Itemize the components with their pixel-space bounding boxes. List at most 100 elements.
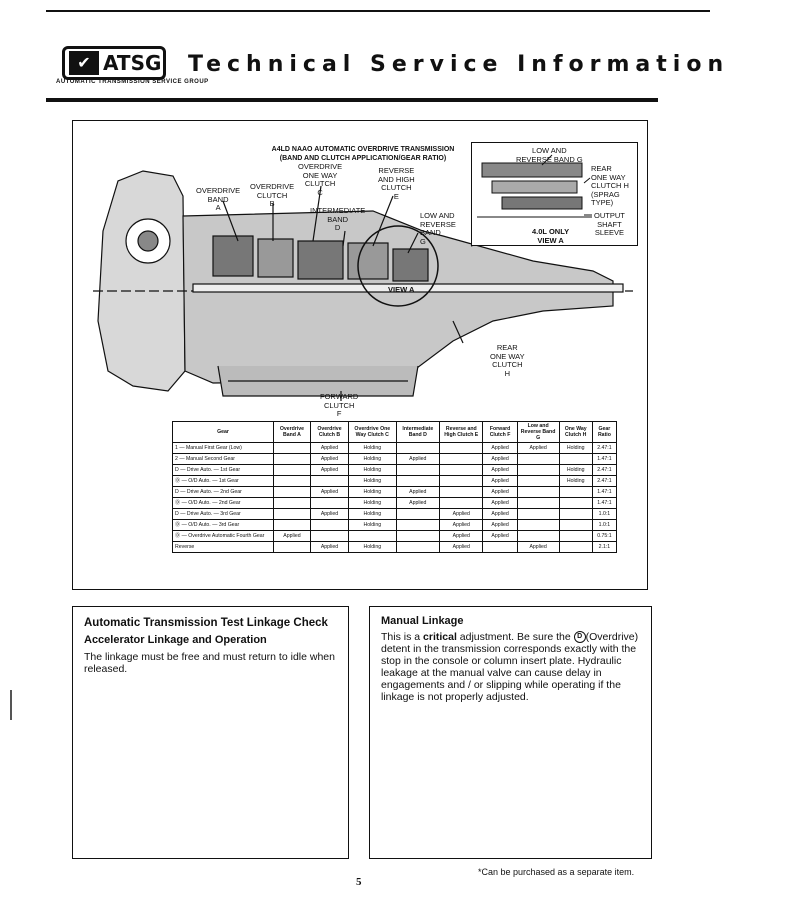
table-cell [395, 475, 441, 487]
table-cell [558, 541, 593, 553]
table-cell [273, 541, 311, 553]
manual-linkage-title: Manual Linkage [381, 615, 464, 627]
table-cell: 2.1:1 [591, 541, 618, 553]
table-cell: Applied [273, 530, 311, 542]
body-critical: critical [423, 631, 457, 643]
table-cell: Applied [395, 497, 441, 509]
table-cell: Applied [439, 530, 484, 542]
table-cell [309, 519, 350, 531]
table-cell [558, 508, 593, 520]
table-cell [273, 519, 311, 531]
table-header-cell: Overdrive Clutch B [309, 421, 350, 443]
table-header-cell: Overdrive Band A [273, 421, 311, 443]
table-cell [395, 464, 441, 476]
table-cell: 2.47:1 [591, 464, 618, 476]
check-icon: ✔ [69, 51, 99, 75]
table-header-cell: Reverse and High Clutch E [439, 421, 484, 443]
accelerator-linkage-subtitle: Accelerator Linkage and Operation [84, 634, 267, 646]
inset-label-output-shaft-sleeve: OUTPUT SHAFT SLEEVE [594, 211, 625, 237]
table-cell [439, 475, 484, 487]
table-cell [558, 530, 593, 542]
overdrive-symbol-icon: D [573, 631, 586, 644]
gear-cell: Ⓓ — O/D Auto. — 3rd Gear [172, 519, 274, 531]
table-cell: Holding [348, 486, 397, 498]
table-cell [516, 475, 560, 487]
body-pre: This is a [381, 631, 424, 643]
table-cell [273, 497, 311, 509]
body-post: (Overdrive) detent in the transmission c… [381, 631, 639, 704]
label-intermediate-band: INTERMEDIATE BAND D [310, 206, 366, 232]
table-cell [395, 508, 441, 520]
gear-cell: 1 — Manual First Gear (Low) [172, 442, 274, 454]
table-cell [273, 453, 311, 465]
table-cell [482, 541, 518, 553]
table-cell [348, 530, 397, 542]
gear-cell: D — Drive Auto. — 2nd Gear [172, 486, 274, 498]
table-cell [439, 486, 484, 498]
table-cell: Holding [558, 464, 593, 476]
table-header-cell: Low and Reverse Band G [516, 421, 560, 443]
table-cell: Holding [348, 508, 397, 520]
table-header-cell: Gear Ratio [591, 421, 618, 443]
gear-cell: Reverse [172, 541, 274, 553]
table-cell: Applied [439, 508, 484, 520]
table-cell [439, 453, 484, 465]
label-forward-clutch: FORWARD CLUTCH F [320, 392, 359, 418]
label-reverse-high-clutch: REVERSE AND HIGH CLUTCH E [378, 166, 415, 201]
label-low-reverse-band: LOW AND REVERSE BAND G [420, 211, 456, 246]
margin-mark [10, 690, 12, 720]
table-header-cell: Overdrive One Way Clutch C [348, 421, 397, 443]
table-cell: Holding [558, 442, 593, 454]
gear-cell: Ⓓ — O/D Auto. — 2nd Gear [172, 497, 274, 509]
label-overdrive-band: OVERDRIVE BAND A [196, 186, 241, 212]
label-overdrive-clutch: OVERDRIVE CLUTCH B [250, 182, 295, 208]
table-cell: 1.47:1 [591, 453, 618, 465]
table-cell: Applied [516, 541, 560, 553]
gear-cell: D — Drive Auto. — 3rd Gear [172, 508, 274, 520]
inset-caption: 4.0L ONLY VIEW A [532, 227, 570, 245]
transmission-figure [72, 120, 648, 590]
table-cell: 1.0:1 [591, 508, 618, 520]
table-cell [558, 486, 593, 498]
table-cell [309, 497, 350, 509]
table-cell [395, 442, 441, 454]
table-cell [516, 508, 560, 520]
table-cell [439, 464, 484, 476]
table-cell [273, 486, 311, 498]
page-title: Technical Service Information [188, 52, 730, 77]
table-cell [439, 497, 484, 509]
table-cell [309, 475, 350, 487]
inset-label-rear-one-way-clutch: REAR ONE WAY CLUTCH H (SPRAG TYPE) [591, 164, 629, 207]
table-cell: Applied [482, 475, 518, 487]
table-cell [558, 453, 593, 465]
table-cell: 2.47:1 [591, 475, 618, 487]
table-cell: Holding [558, 475, 593, 487]
table-cell [439, 442, 484, 454]
footnote: *Can be purchased as a separate item. [478, 867, 635, 877]
table-cell: Applied [482, 486, 518, 498]
table-cell [395, 519, 441, 531]
label-overdrive-one-way-clutch: OVERDRIVE ONE WAY CLUTCH C [298, 162, 343, 197]
table-cell: Holding [348, 442, 397, 454]
table-cell: Applied [309, 464, 350, 476]
table-cell [516, 497, 560, 509]
top-rule [46, 10, 710, 12]
table-cell: Applied [309, 486, 350, 498]
table-cell: Applied [439, 519, 484, 531]
table-cell: Applied [482, 497, 518, 509]
diagram-title-line2: (BAND AND CLUTCH APPLICATION/GEAR RATIO) [279, 155, 447, 162]
table-cell [516, 453, 560, 465]
table-header-cell: Gear [172, 421, 274, 443]
table-header-cell: Intermediate Band D [395, 421, 441, 443]
header-rule [46, 98, 658, 102]
page-number: 5 [356, 876, 362, 888]
